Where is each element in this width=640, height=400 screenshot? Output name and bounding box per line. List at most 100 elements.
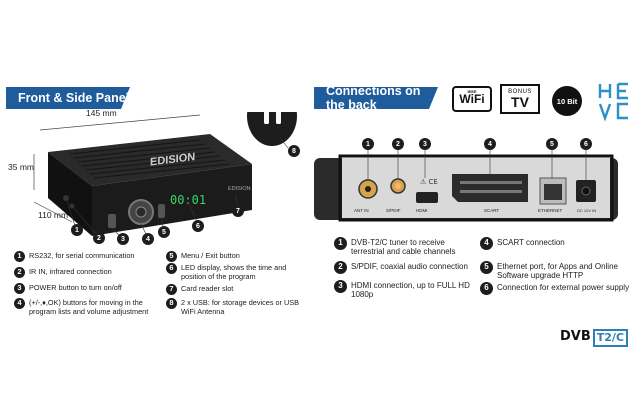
brand-front-label: EDISION [228, 186, 251, 192]
legend-number: 4 [14, 298, 25, 309]
scart-port [452, 174, 528, 202]
connections-back-title: Connections on the back [314, 87, 438, 109]
back-callout-1: 1 [362, 138, 374, 150]
back-legend-item-5: 5 Ethernet port, for Apps and Online Sof… [480, 261, 630, 281]
led-display: 00:01 [170, 193, 206, 207]
callout-4: 4 [142, 233, 154, 245]
port-label-spdif: S/PDIF [386, 208, 401, 213]
ethernet-socket [544, 184, 562, 200]
legend-number: 7 [166, 284, 177, 295]
legend-number: 1 [14, 251, 25, 262]
spdif-port-center [395, 183, 401, 189]
legend-text: Card reader slot [181, 284, 234, 293]
ten-bit-logo: 10 Bit [552, 86, 582, 116]
port-label-hdmi: HDMI [416, 208, 428, 213]
legend-text: DVB-T2/C tuner to receive terrestrial an… [351, 238, 456, 257]
legend-number: 2 [14, 267, 25, 278]
callout-3: 3 [117, 233, 129, 245]
bonus-text: BONUS [508, 89, 532, 95]
wifi-logo-text: WiFi [459, 92, 485, 106]
front-device-illustration: EDISION EDISION 00:01 [33, 112, 297, 239]
dvb-logo-t2c: T2/C [592, 329, 629, 347]
back-legend-item-1: 1 DVB-T2/C tuner to receive terrestrial … [334, 237, 474, 257]
usb-zoom-inset [247, 112, 297, 146]
legend-text: Connection for external power supply [497, 283, 630, 292]
legend-item-7: 7 Card reader slot [166, 284, 310, 295]
back-legend-item-3: 3 HDMI connection, up to FULL HD 1080p [334, 280, 474, 300]
menu-button[interactable] [158, 204, 165, 218]
connections-back-title-text: Connections on the back [326, 84, 421, 112]
height-dimension-label: 35 mm [8, 162, 34, 172]
hevc-logo-icon [598, 82, 628, 122]
ok-button[interactable] [135, 206, 147, 218]
brand-top-label: EDISION [150, 151, 195, 169]
port-label-ethernet: ETHERNET [538, 208, 563, 213]
legend-number: 5 [166, 251, 177, 262]
legend-number: 3 [334, 280, 347, 293]
wifi-logo-ieee: IEEE [467, 89, 477, 94]
legend-text: 2 x USB: for storage devices or USB WiFi… [181, 298, 300, 316]
wifi-logo: IEEE WiFi [452, 86, 492, 112]
port-label-ant-in: ANT IN [354, 208, 369, 213]
ant-in-port-center [365, 186, 371, 192]
port-label-scart: SCART [484, 208, 500, 213]
dvb-logo-dvb: DVB [560, 329, 591, 344]
ce-mark: ⚠ CE [420, 178, 438, 186]
legend-number: 5 [480, 261, 493, 274]
width-dimension-label: 145 mm [86, 108, 117, 118]
width-dim-line [39, 114, 201, 131]
usb-port-1 [264, 112, 269, 124]
dc-in-socket [581, 186, 591, 196]
depth-dim-line [33, 201, 73, 223]
legend-number: 1 [334, 237, 347, 250]
back-legend-item-2: 2 S/PDIF, coaxial audio connection [334, 261, 474, 274]
front-side-panel-title: Front & Side Panel [6, 87, 130, 109]
legend-item-1: 1 RS232, for serial communication [14, 251, 154, 262]
callout-7: 7 [232, 205, 244, 217]
device-side-face [48, 152, 92, 236]
legend-text: IR IN, infrared connection [29, 267, 112, 276]
legend-text: (+/-,♦,OK) buttons for moving in the pro… [29, 298, 149, 316]
callout-6: 6 [192, 220, 204, 232]
hdmi-port [416, 192, 438, 203]
power-button[interactable] [108, 214, 116, 228]
ten-bit-text: 10 Bit [556, 96, 578, 106]
legend-item-6: 6 LED display, shows the time and positi… [166, 263, 310, 281]
legend-number: 4 [480, 237, 493, 250]
back-panel-frame [338, 154, 614, 222]
legend-text: HDMI connection, up to FULL HD 1080p [351, 281, 470, 300]
callout-2: 2 [93, 232, 105, 244]
callout-8: 8 [288, 145, 300, 157]
legend-item-4: 4 (+/-,♦,OK) buttons for moving in the p… [14, 298, 154, 316]
port-label-dc-in: DC 12V IN [577, 208, 597, 213]
legend-text: Ethernet port, for Apps and Online Softw… [497, 262, 618, 281]
back-panel-illustration: ⚠ CE [314, 148, 618, 222]
back-callout-2: 2 [392, 138, 404, 150]
callout-1: 1 [71, 224, 83, 236]
tv-text: TV [511, 94, 529, 110]
back-legend-item-6: 6 Connection for external power supply [480, 282, 630, 295]
legend-text: POWER button to turn on/off [29, 283, 122, 292]
front-side-panel-title-text: Front & Side Panel [18, 91, 130, 105]
legend-number: 3 [14, 283, 25, 294]
legend-item-3: 3 POWER button to turn on/off [14, 283, 154, 294]
back-leader-lines [367, 148, 587, 180]
usb-port-2 [276, 112, 281, 124]
bonus-tv-logo: BONUS TV [500, 84, 540, 114]
scart-pins [460, 181, 522, 193]
back-callout-5: 5 [546, 138, 558, 150]
legend-item-5: 5 Menu / Exit button [166, 251, 310, 262]
callout-5: 5 [158, 226, 170, 238]
back-callout-6: 6 [580, 138, 592, 150]
back-callout-3: 3 [419, 138, 431, 150]
vent-grid [69, 139, 231, 179]
legend-text: LED display, shows the time and position… [181, 263, 287, 281]
back-callout-4: 4 [484, 138, 496, 150]
legend-item-8: 8 2 x USB: for storage devices or USB Wi… [166, 298, 310, 316]
dvb-t2c-logo: DVB T2/C [560, 329, 629, 347]
legend-number: 6 [166, 263, 177, 274]
legend-text: RS232, for serial communication [29, 251, 135, 260]
legend-text: SCART connection [497, 238, 565, 247]
legend-number: 8 [166, 298, 177, 309]
